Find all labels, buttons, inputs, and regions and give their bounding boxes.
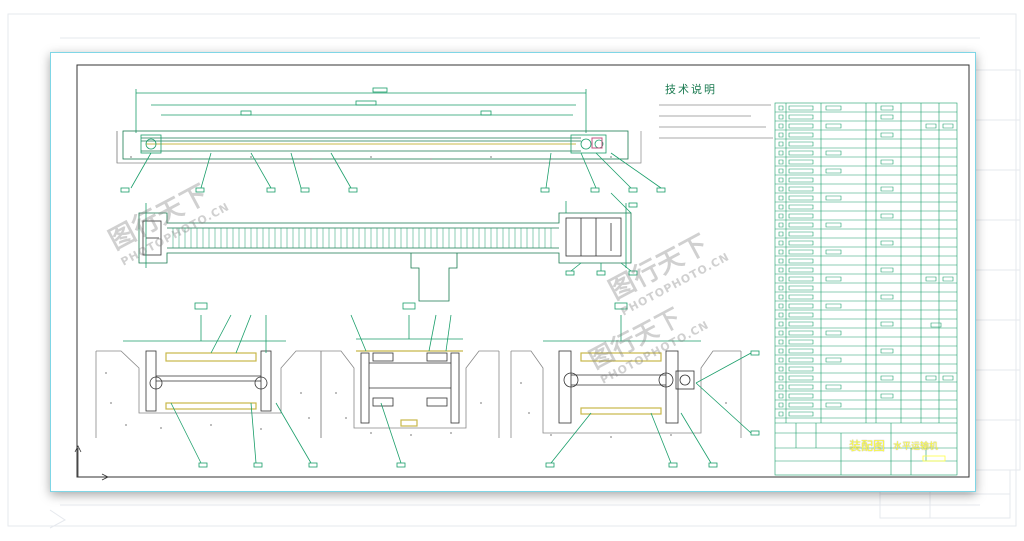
notes-title: 技术说明 bbox=[665, 83, 717, 96]
ucs-origin-icon bbox=[74, 445, 109, 481]
title-block-highlights bbox=[922, 455, 946, 462]
plan-view bbox=[138, 192, 638, 302]
section-view-left bbox=[95, 302, 322, 468]
conveyor-slats bbox=[172, 228, 552, 248]
drawing-frame bbox=[76, 64, 970, 478]
elevation-view bbox=[116, 87, 666, 193]
parts-list-entries bbox=[778, 105, 954, 417]
assembly-drawing bbox=[74, 64, 970, 481]
title-block-subtitle: 水平运输机 bbox=[893, 442, 939, 452]
section-view-middle bbox=[320, 302, 500, 468]
technical-notes-lines bbox=[659, 104, 773, 139]
parts-list-table bbox=[774, 102, 958, 476]
title-block-name: 装配图 bbox=[849, 439, 886, 453]
section-view-right bbox=[510, 302, 760, 468]
